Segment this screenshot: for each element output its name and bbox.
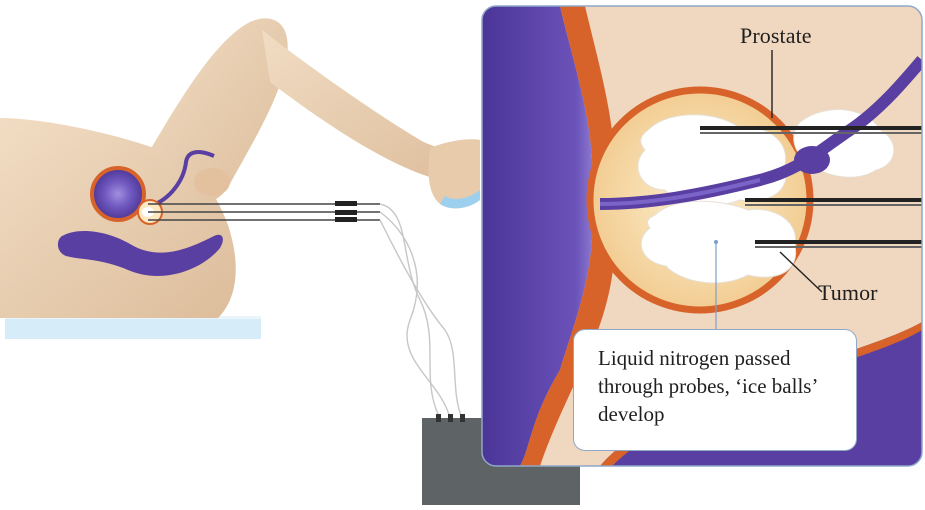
tumor-label: Tumor [818,280,878,306]
prostate-label: Prostate [740,23,812,49]
probe-cables [380,204,462,418]
procedure-table [5,316,261,339]
liquid-nitrogen-callout: Liquid nitrogen passed through probes, ‘… [573,329,857,451]
